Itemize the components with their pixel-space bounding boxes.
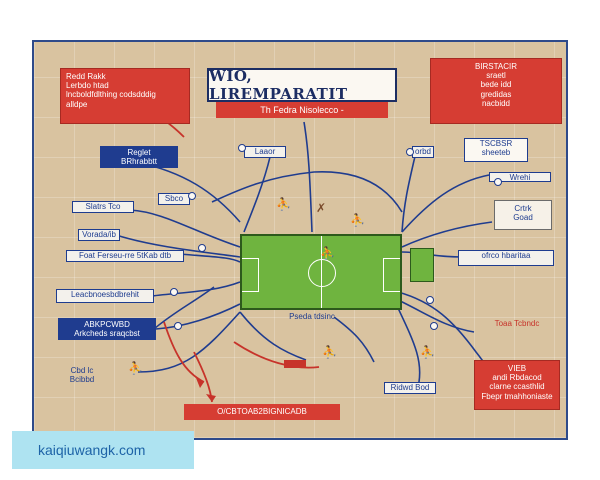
label-wrehi: Wrehi: [489, 172, 551, 182]
label-ofrco: ofrco hbaritaa: [458, 250, 554, 266]
label-leacnones: Leacbnoesbdbrehit: [56, 289, 154, 303]
note-top-left: Redd Rakk Lerbdo htad lncboldfdlthing co…: [60, 68, 190, 124]
node-dot: [174, 322, 182, 330]
player-icon: ⛹: [322, 345, 337, 359]
label-ridwd: Ridwd Bod: [384, 382, 436, 394]
diagram-subtitle: Th Fedra Nisolecco -: [216, 102, 388, 118]
pitch-right-box: [383, 258, 400, 292]
note-bottom-right: VIEB andi Rbdacod clarne ccasthlid Fbepr…: [474, 360, 560, 410]
connector-lines: [115, 101, 495, 403]
player-icon: ⛹: [128, 361, 143, 375]
player-icon: ✗: [316, 201, 327, 215]
node-dot: [170, 288, 178, 296]
node-dot: [430, 322, 438, 330]
label-crtrk: Crtrk Goad: [494, 200, 552, 230]
player-icon: ⛹: [420, 345, 435, 359]
player-icon: ⛹: [276, 197, 291, 211]
label-reglet: Reglet BRhrabbtt: [100, 146, 178, 168]
label-cdd: Cbd lc Bcibbd: [69, 366, 95, 385]
node-dot: [426, 296, 434, 304]
node-dot: [238, 144, 246, 152]
label-slatrs: Slatrs Tco: [72, 201, 134, 213]
node-dot: [198, 244, 206, 252]
soccer-pitch: [240, 234, 402, 310]
tactics-board: Redd Rakk Lerbdo htad lncboldfdlthing co…: [32, 40, 568, 440]
pitch-center-circle: [308, 259, 336, 287]
node-dot: [406, 148, 414, 156]
label-arkpewd: ABKPCWBD Arkcheds sraqcbst: [58, 318, 156, 340]
note-bottom-center: O/CBTOAB2BIGNICADB: [184, 404, 340, 420]
player-icon: ⛹: [320, 246, 335, 260]
label-sbco: Sbco: [158, 193, 190, 205]
label-vorada: Vorada/ib: [78, 229, 120, 241]
label-foat: Foat Ferseu-rre 5tKab dtb: [66, 250, 184, 262]
diagram-title: WIO, LIREMPARATIT: [207, 67, 397, 103]
pitch-left-box: [242, 258, 259, 292]
note-top-right: BIRSTACIR sraetl bede idd gredidas nacbi…: [430, 58, 562, 124]
node-dot: [188, 192, 196, 200]
label-pseda: Pseda tdsinc: [289, 312, 335, 321]
mini-pitch: [410, 248, 434, 282]
label-tscak: TSCBSR sheeteb: [464, 138, 528, 162]
site-watermark: kaiqiuwangk.com: [12, 431, 194, 469]
node-dot: [494, 178, 502, 186]
label-toaa: Toaa Tcbndc: [494, 319, 540, 328]
label-laaor: Laaor: [244, 146, 286, 158]
label-orbd: orbd: [412, 146, 434, 158]
player-icon: ⛹: [350, 213, 365, 227]
